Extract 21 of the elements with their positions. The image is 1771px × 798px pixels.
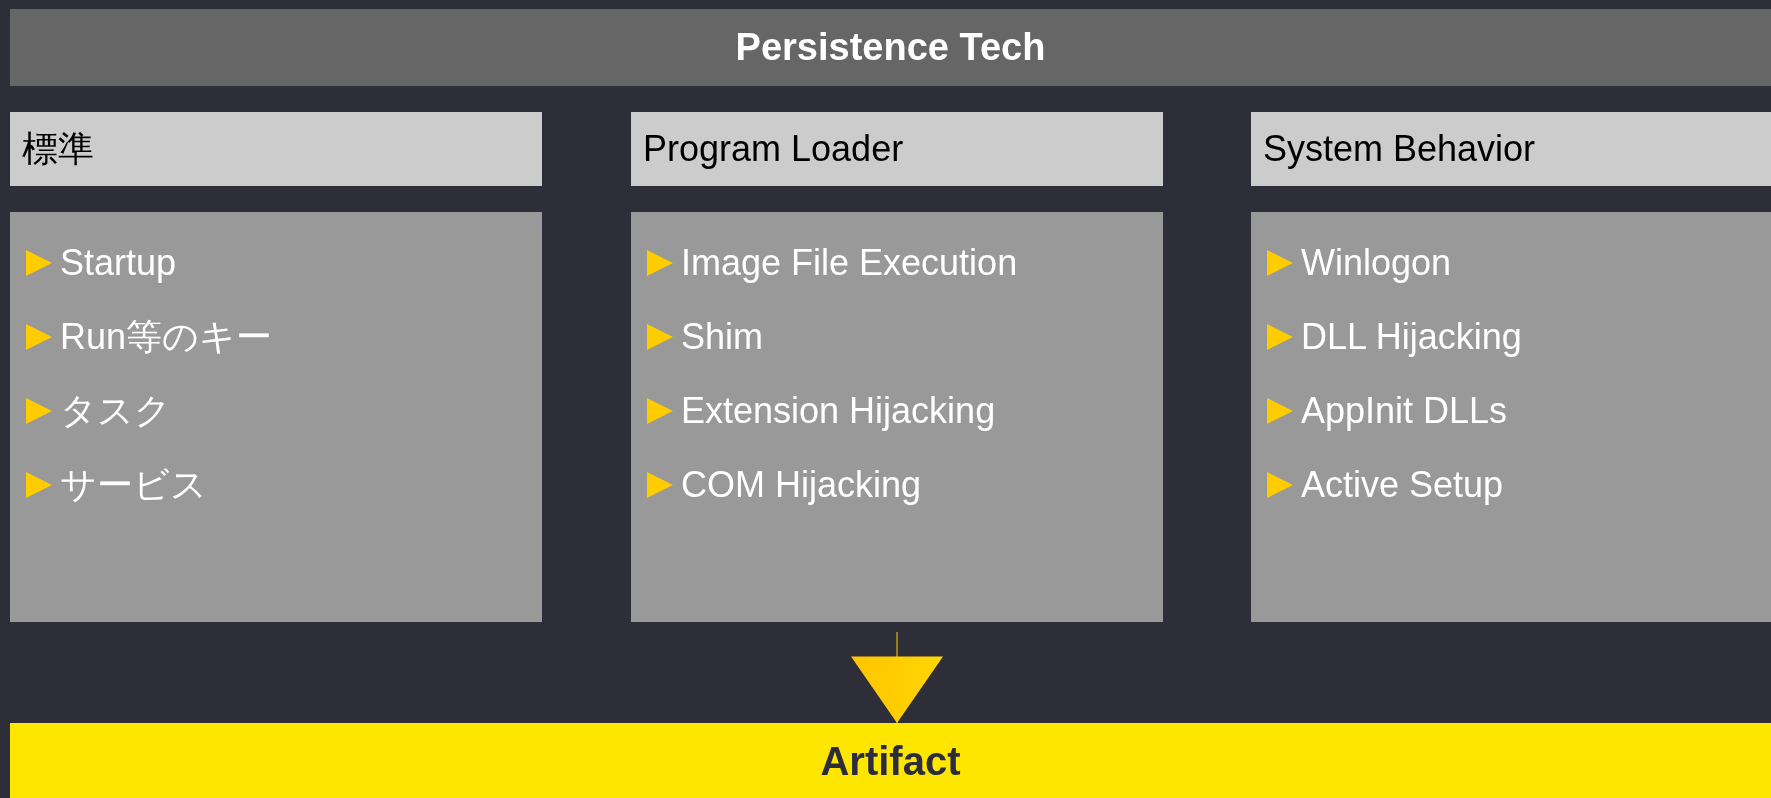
technique-panel (10, 212, 542, 622)
technique-text: DLL Hijacking (1301, 319, 1522, 355)
technique-text: COM Hijacking (681, 467, 922, 503)
result-bar: Artifact (10, 723, 1771, 798)
arrow (851, 631, 943, 724)
technique-text: Active Setup (1301, 467, 1504, 503)
technique-text: AppInit DLLs (1301, 393, 1508, 429)
title-bar: Persistence Tech (10, 9, 1771, 86)
technique-text: Extension Hijacking (681, 393, 996, 429)
technique-text: タスク (60, 393, 171, 429)
technique-panel (1251, 212, 1771, 622)
category-header: 標準 (10, 112, 542, 186)
technique-text: Run等のキー (60, 319, 273, 355)
technique-text: Startup (60, 245, 177, 281)
technique-text: Winlogon (1301, 245, 1452, 281)
category-header: Program Loader (631, 112, 1163, 186)
technique-text: Shim (681, 319, 764, 355)
category-header: System Behavior (1251, 112, 1771, 186)
technique-text: Image File Execution (681, 245, 1018, 281)
technique-panel (631, 212, 1163, 622)
technique-text: サービス (60, 467, 207, 503)
